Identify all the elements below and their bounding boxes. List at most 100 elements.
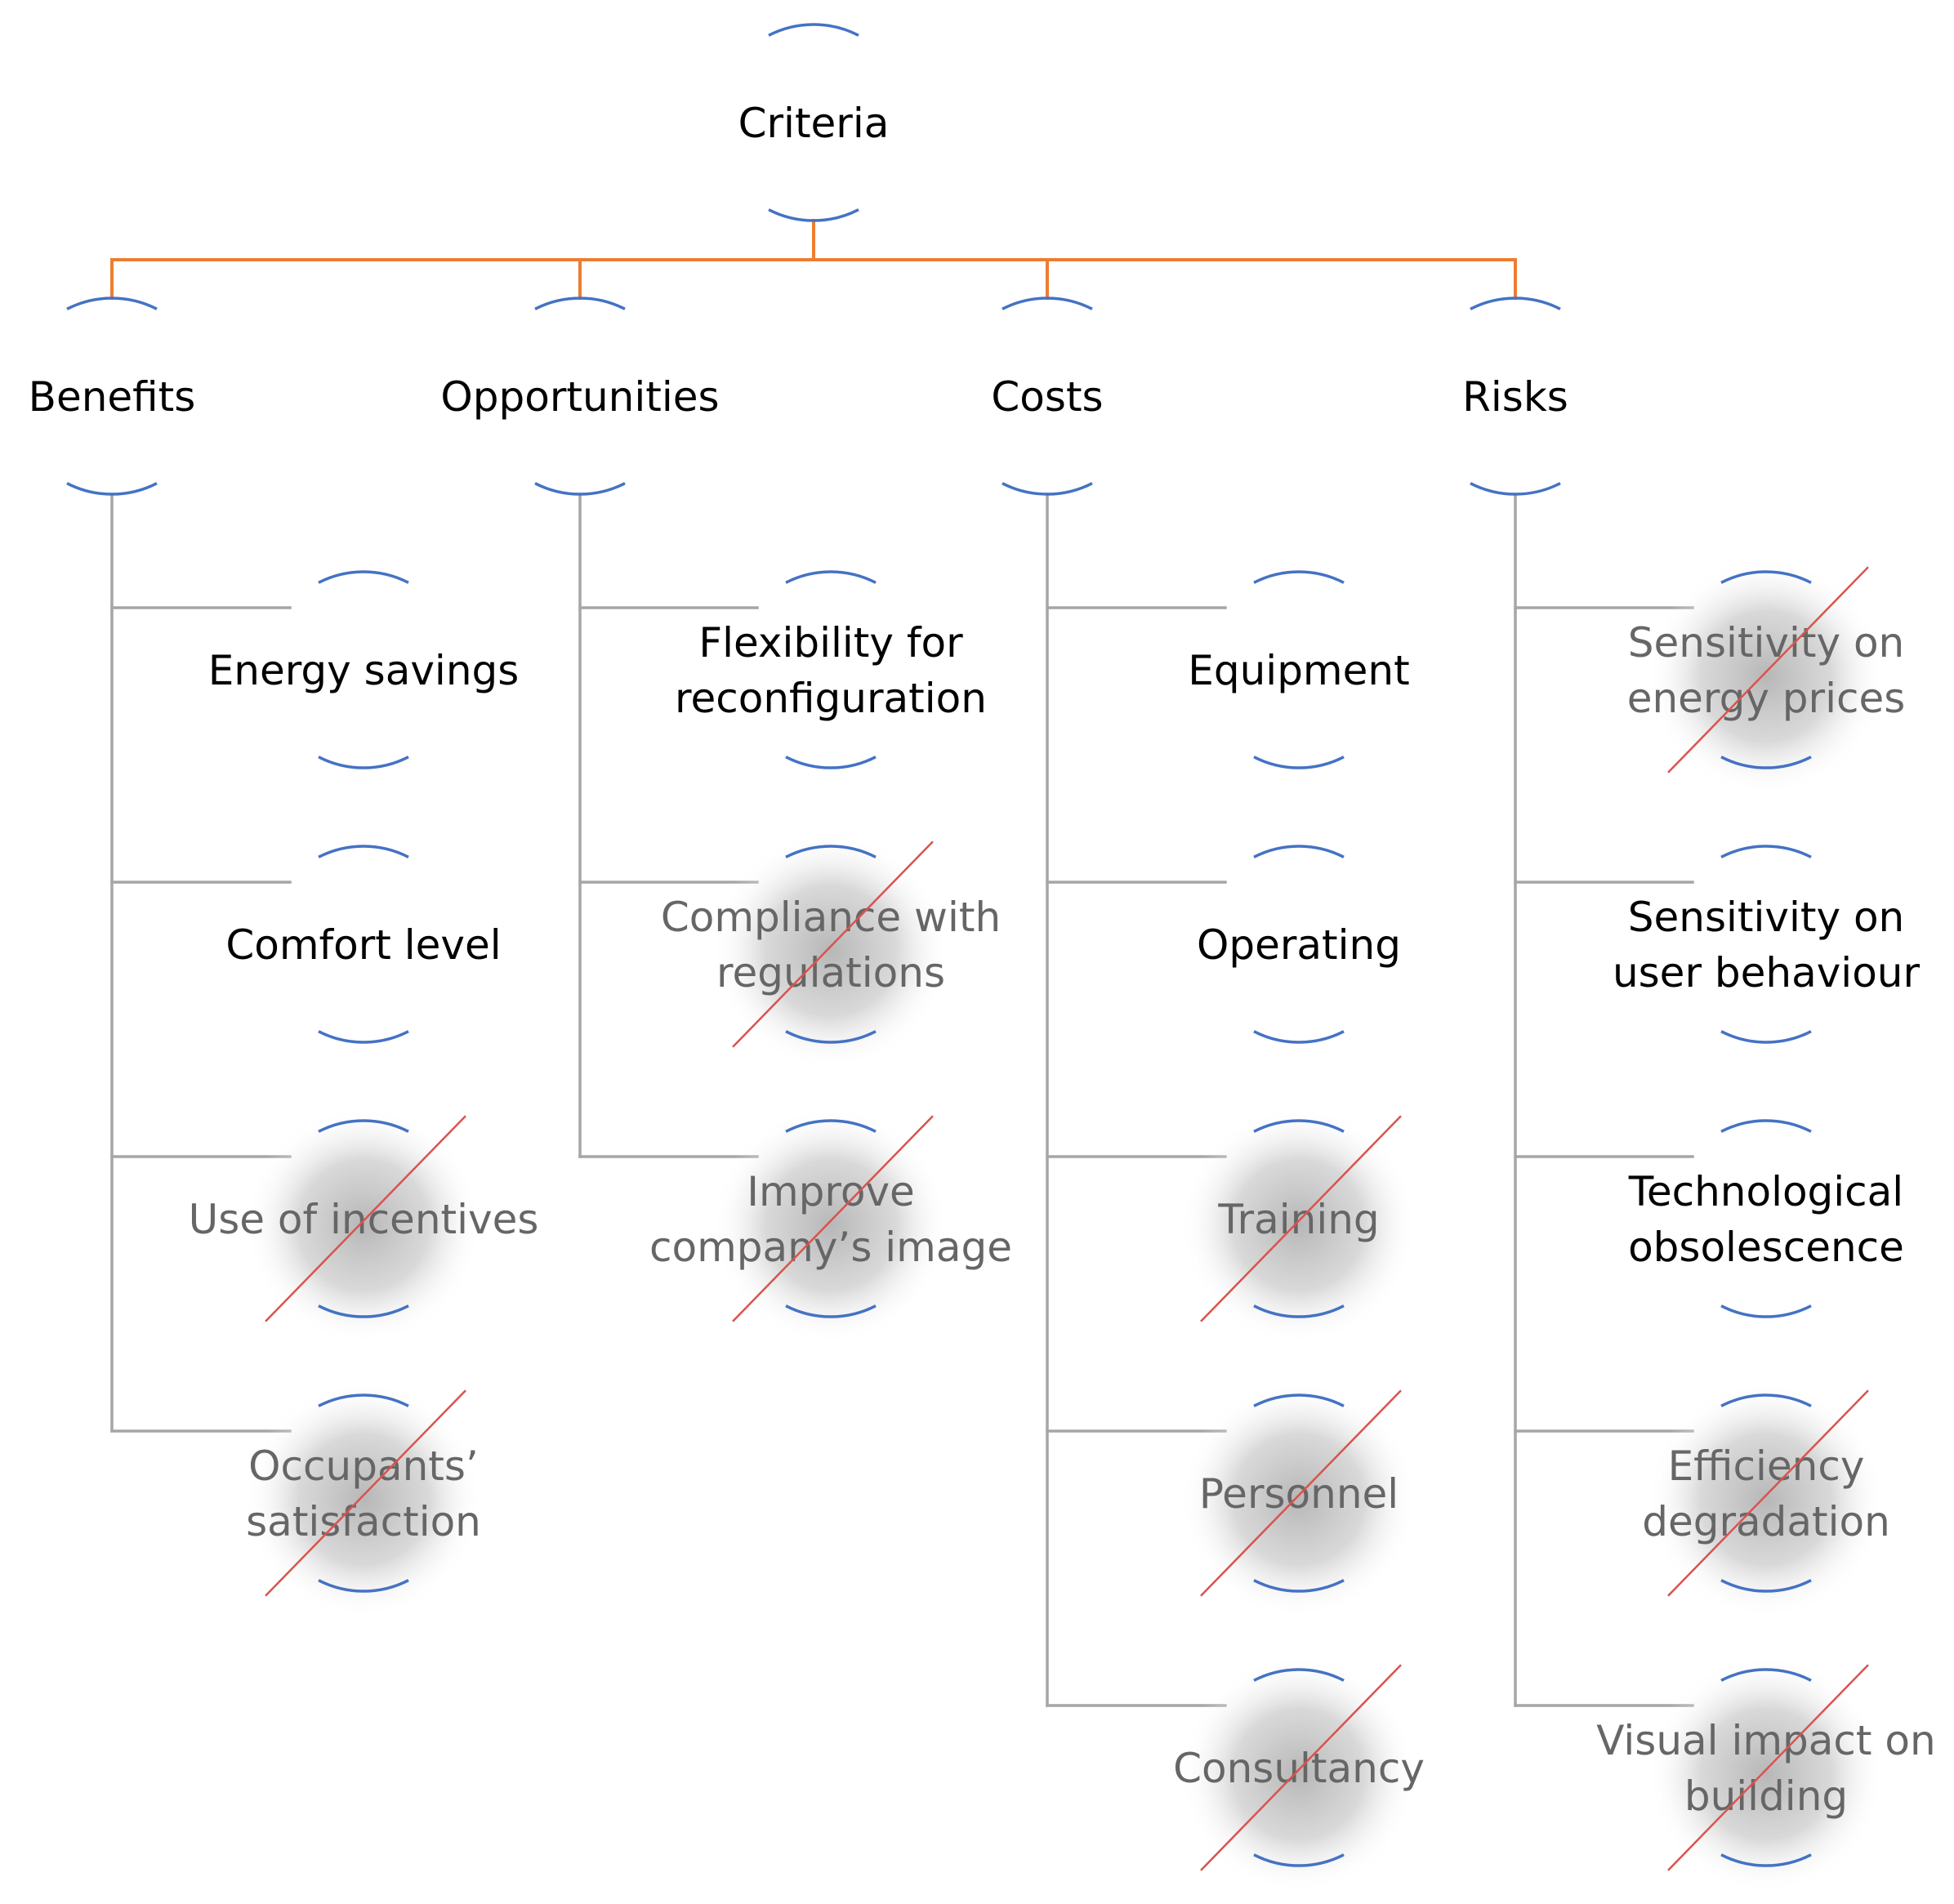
- category-costs-node-arcs: [1002, 297, 1093, 496]
- criterion-improve-companys-image-top-arc: [785, 1119, 877, 1133]
- criterion-visual-impact-on-building-top-arc: [1720, 1668, 1812, 1682]
- criterion-training-label-line: Training: [1217, 1196, 1379, 1243]
- category-costs-bottom-arc: [1002, 482, 1093, 496]
- category-risks-node-arcs: [1470, 297, 1561, 496]
- criterion-technological-obsolescence-label-line: Technological: [1628, 1168, 1903, 1215]
- criterion-equipment-node-arcs: [1253, 570, 1345, 769]
- category-costs-label-line: Costs: [991, 373, 1103, 421]
- category-opportunities-top-arc: [534, 297, 626, 310]
- criterion-technological-obsolescence-bottom-arc: [1720, 1304, 1812, 1318]
- criteria-root-node-arcs: [768, 23, 859, 222]
- criterion-comfort-level-node-arcs: [318, 845, 409, 1044]
- criteria-root-label-line: Criteria: [738, 100, 890, 147]
- criterion-sensitivity-on-energy-prices-strike-mark: [1667, 566, 1869, 774]
- criterion-occupants-satisfaction-bottom-arc: [318, 1579, 409, 1593]
- criterion-use-of-incentives-node-arcs: [318, 1119, 409, 1318]
- criterion-energy-savings-label: Energy savings: [208, 647, 520, 694]
- category-benefits-node-arcs: [66, 297, 158, 496]
- criterion-flexibility-for-reconfiguration-top-arc: [785, 570, 877, 584]
- criterion-visual-impact-on-building-bottom-arc: [1720, 1853, 1812, 1867]
- criterion-consultancy-top-arc: [1253, 1668, 1345, 1682]
- category-benefits-bottom-arc: [66, 482, 158, 496]
- criterion-improve-companys-image-excluded-shade: [712, 1107, 949, 1344]
- criterion-consultancy-excluded-shade: [1180, 1656, 1417, 1893]
- criterion-personnel-excluded-shade: [1180, 1381, 1417, 1618]
- criterion-training-bottom-arc: [1253, 1304, 1345, 1318]
- criterion-operating-label-line: Operating: [1197, 921, 1401, 969]
- category-benefits-top-arc: [66, 297, 158, 310]
- criterion-visual-impact-on-building-strike-mark: [1667, 1664, 1869, 1871]
- criterion-sensitivity-on-energy-prices-label-line: energy prices: [1627, 675, 1906, 722]
- category-opportunities-label-line: Opportunities: [440, 373, 719, 421]
- criterion-occupants-satisfaction-excluded-shade: [245, 1381, 482, 1618]
- criterion-energy-savings-node-arcs: [318, 570, 409, 769]
- category-risks-bottom-arc: [1470, 482, 1561, 496]
- criterion-use-of-incentives-bottom-arc: [318, 1304, 409, 1318]
- criterion-occupants-satisfaction-node-arcs: [318, 1393, 409, 1593]
- criterion-efficiency-degradation-strike-mark: [1667, 1389, 1869, 1597]
- criterion-operating-node-arcs: [1253, 845, 1345, 1044]
- criterion-visual-impact-on-building-label-line: building: [1684, 1772, 1848, 1820]
- criterion-energy-savings-bottom-arc: [318, 756, 409, 769]
- node-arc-layer: [66, 23, 1812, 1867]
- criterion-technological-obsolescence-label-line: obsolescence: [1628, 1224, 1904, 1271]
- criterion-personnel-bottom-arc: [1253, 1579, 1345, 1593]
- criterion-visual-impact-on-building-excluded-shade: [1648, 1656, 1885, 1893]
- criterion-use-of-incentives-top-arc: [318, 1119, 409, 1133]
- criteria-root-label: Criteria: [738, 100, 890, 147]
- criterion-improve-companys-image-node-arcs: [785, 1119, 877, 1318]
- criterion-technological-obsolescence-label: Technological obsolescence: [1628, 1168, 1904, 1271]
- criterion-sensitivity-on-energy-prices-top-arc: [1720, 570, 1812, 584]
- criterion-compliance-with-regulations-top-arc: [785, 845, 877, 858]
- criterion-consultancy-strike-mark: [1200, 1664, 1402, 1871]
- criterion-sensitivity-on-user-behaviour-label-line: user behaviour: [1613, 949, 1921, 997]
- criterion-operating-top-arc: [1253, 845, 1345, 858]
- criterion-efficiency-degradation-excluded-shade: [1648, 1381, 1885, 1618]
- criterion-improve-companys-image-strike-mark: [732, 1115, 934, 1322]
- category-benefits-label: Benefits: [29, 373, 196, 421]
- criterion-efficiency-degradation-label-line: degradation: [1642, 1498, 1890, 1545]
- category-costs-label: Costs: [991, 373, 1103, 421]
- criterion-training-excluded-shade: [1180, 1107, 1417, 1344]
- criterion-training-label: Training: [1217, 1196, 1379, 1243]
- criterion-equipment-label: Equipment: [1188, 647, 1409, 694]
- criterion-comfort-level-top-arc: [318, 845, 409, 858]
- criterion-occupants-satisfaction-label-line: Occupants’: [248, 1442, 479, 1490]
- category-opportunities-node-arcs: [534, 297, 626, 496]
- criterion-improve-companys-image-label-line: Improve: [747, 1168, 915, 1215]
- criterion-sensitivity-on-user-behaviour-bottom-arc: [1720, 1030, 1812, 1044]
- category-risks-top-arc: [1470, 297, 1561, 310]
- criterion-improve-companys-image-bottom-arc: [785, 1304, 877, 1318]
- category-risks-label-line: Risks: [1462, 373, 1568, 421]
- criterion-personnel-node-arcs: [1253, 1393, 1345, 1593]
- criterion-energy-savings-top-arc: [318, 570, 409, 584]
- criterion-occupants-satisfaction-label-line: satisfaction: [246, 1498, 481, 1545]
- criterion-compliance-with-regulations-excluded-shade: [712, 832, 949, 1069]
- criterion-equipment-label-line: Equipment: [1188, 647, 1409, 694]
- criterion-use-of-incentives-strike-mark: [265, 1115, 466, 1322]
- criterion-flexibility-for-reconfiguration-node-arcs: [785, 570, 877, 769]
- criterion-comfort-level-bottom-arc: [318, 1030, 409, 1044]
- criterion-sensitivity-on-user-behaviour-node-arcs: [1720, 845, 1812, 1044]
- criterion-training-top-arc: [1253, 1119, 1345, 1133]
- criterion-sensitivity-on-energy-prices-label: Sensitivity on energy prices: [1627, 619, 1906, 722]
- criterion-efficiency-degradation-bottom-arc: [1720, 1579, 1812, 1593]
- criterion-personnel-strike-mark: [1200, 1389, 1402, 1597]
- criterion-improve-companys-image-label-line: company’s image: [649, 1224, 1012, 1271]
- criterion-sensitivity-on-energy-prices-bottom-arc: [1720, 756, 1812, 769]
- criterion-efficiency-degradation-node-arcs: [1720, 1393, 1812, 1593]
- criterion-compliance-with-regulations-node-arcs: [785, 845, 877, 1044]
- connector-layer: [110, 219, 1694, 1707]
- criterion-sensitivity-on-user-behaviour-top-arc: [1720, 845, 1812, 858]
- category-costs-top-arc: [1002, 297, 1093, 310]
- category-opportunities-label: Opportunities: [440, 373, 719, 421]
- category-opportunities-bottom-arc: [534, 482, 626, 496]
- criterion-compliance-with-regulations-label-line: Compliance with: [661, 894, 1001, 941]
- criterion-sensitivity-on-energy-prices-label-line: Sensitivity on: [1628, 619, 1904, 667]
- criterion-visual-impact-on-building-node-arcs: [1720, 1668, 1812, 1867]
- criterion-equipment-bottom-arc: [1253, 756, 1345, 769]
